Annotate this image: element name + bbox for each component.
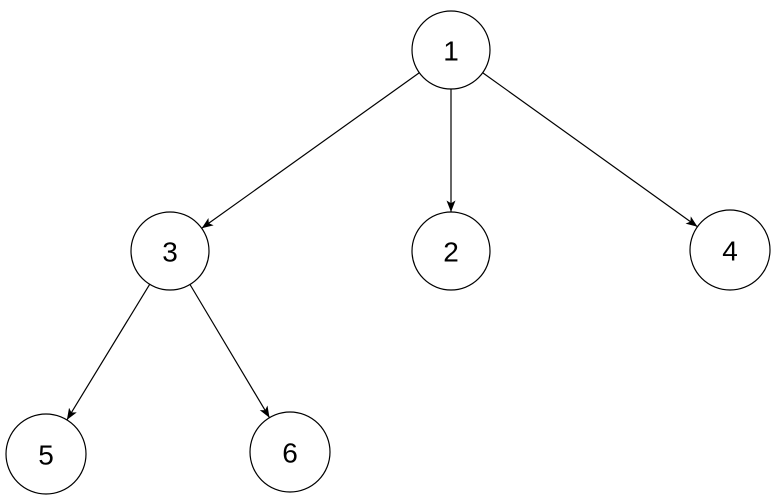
tree-node-3: 3: [130, 211, 210, 291]
node-circle-2: [411, 211, 491, 291]
node-label-1: 1: [443, 36, 459, 67]
node-label-4: 4: [722, 236, 738, 267]
node-label-2: 2: [443, 237, 459, 268]
node-label-3: 3: [162, 237, 178, 268]
tree-node-5: 5: [5, 413, 87, 495]
edge-arrow-1-to-4: [482, 72, 698, 228]
node-circle-6: [249, 411, 331, 493]
node-circle-5: [5, 413, 87, 495]
edge-arrow-1-to-3: [201, 72, 420, 229]
edge-arrow-3-to-5: [66, 283, 151, 421]
tree-node-6: 6: [249, 411, 331, 493]
node-label-6: 6: [282, 438, 298, 469]
node-circle-4: [689, 209, 771, 291]
tree-node-2: 2: [411, 211, 491, 291]
edge-arrow-3-to-6: [189, 284, 271, 419]
node-circle-3: [130, 211, 210, 291]
node-label-5: 5: [38, 440, 54, 471]
edges-layer: [66, 72, 698, 421]
node-circle-1: [411, 10, 491, 90]
nodes-layer: 1 2 3 4 5 6: [5, 10, 771, 495]
tree-node-4: 4: [689, 209, 771, 291]
tree-node-1: 1: [411, 10, 491, 90]
